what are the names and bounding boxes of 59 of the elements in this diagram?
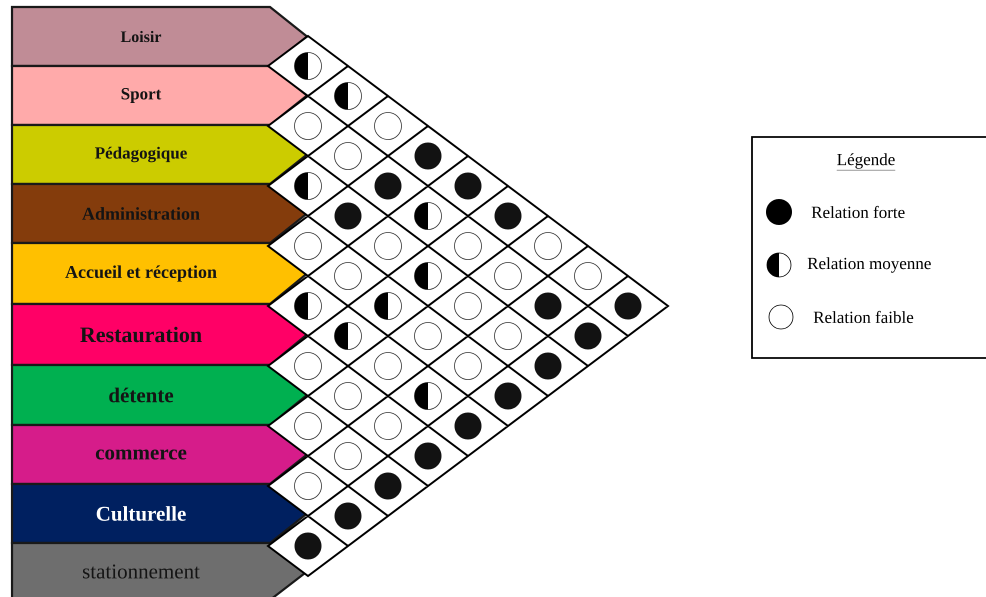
relation-symbol [454, 232, 482, 260]
legend-text: Relation faible [814, 310, 914, 324]
relation-symbol [334, 82, 362, 110]
relation-symbol [334, 322, 362, 350]
relation-symbol [374, 472, 402, 500]
relation-symbol [494, 322, 522, 350]
relation-symbol [294, 52, 322, 80]
relation-symbol [454, 292, 482, 320]
relation-symbol [414, 202, 442, 230]
category-box: commerce [10, 424, 309, 486]
relation-symbol [614, 292, 642, 320]
relation-symbol [294, 532, 322, 560]
relation-symbol [294, 292, 322, 320]
relation-symbol [534, 352, 562, 380]
relation-symbol [414, 142, 442, 170]
relation-symbol [454, 172, 482, 200]
relation-symbol [294, 112, 322, 140]
relation-symbol [494, 382, 522, 410]
relation-symbol [294, 232, 322, 260]
relation-symbol [494, 262, 522, 290]
relation-symbol [574, 322, 602, 350]
category-box: détente [10, 364, 309, 426]
category-box: Loisir [10, 6, 309, 68]
category-box: Accueil et réception [10, 242, 309, 306]
relation-symbol [334, 502, 362, 530]
relation-symbol [374, 112, 402, 140]
category-box: Culturelle [10, 482, 309, 544]
relation-symbol [374, 292, 402, 320]
relation-symbol [334, 202, 362, 230]
category-box: Administration [10, 182, 309, 244]
relation-symbol [454, 352, 482, 380]
legend-title: Légende [836, 153, 896, 170]
category-box: Pédagogique [10, 124, 309, 186]
relation-symbol [414, 382, 442, 410]
relation-symbol [294, 352, 322, 380]
relation-symbol [334, 382, 362, 410]
relation-symbol [534, 292, 562, 320]
relation-symbol [294, 412, 322, 440]
relation-symbol [374, 232, 402, 260]
relation-symbol [374, 412, 402, 440]
relation-symbol [294, 172, 322, 200]
relation-symbol [414, 442, 442, 470]
relation-symbol [414, 262, 442, 290]
relation-symbol [454, 412, 482, 440]
relation-symbol [374, 172, 402, 200]
category-box: stationnement [10, 542, 309, 597]
relation-symbol [334, 262, 362, 290]
relation-symbol [494, 202, 522, 230]
relation-symbol [534, 232, 562, 260]
category-box: Restauration [10, 302, 309, 366]
relation-symbol [374, 352, 402, 380]
relation-symbol [334, 142, 362, 170]
relation-symbol [574, 262, 602, 290]
relation-symbol [414, 322, 442, 350]
relation-symbol [334, 442, 362, 470]
legend-text: Relation moyenne [808, 257, 931, 273]
category-box: Sport [10, 64, 309, 126]
legend-text: Relation forte [812, 206, 905, 218]
relation-symbol [294, 472, 322, 500]
